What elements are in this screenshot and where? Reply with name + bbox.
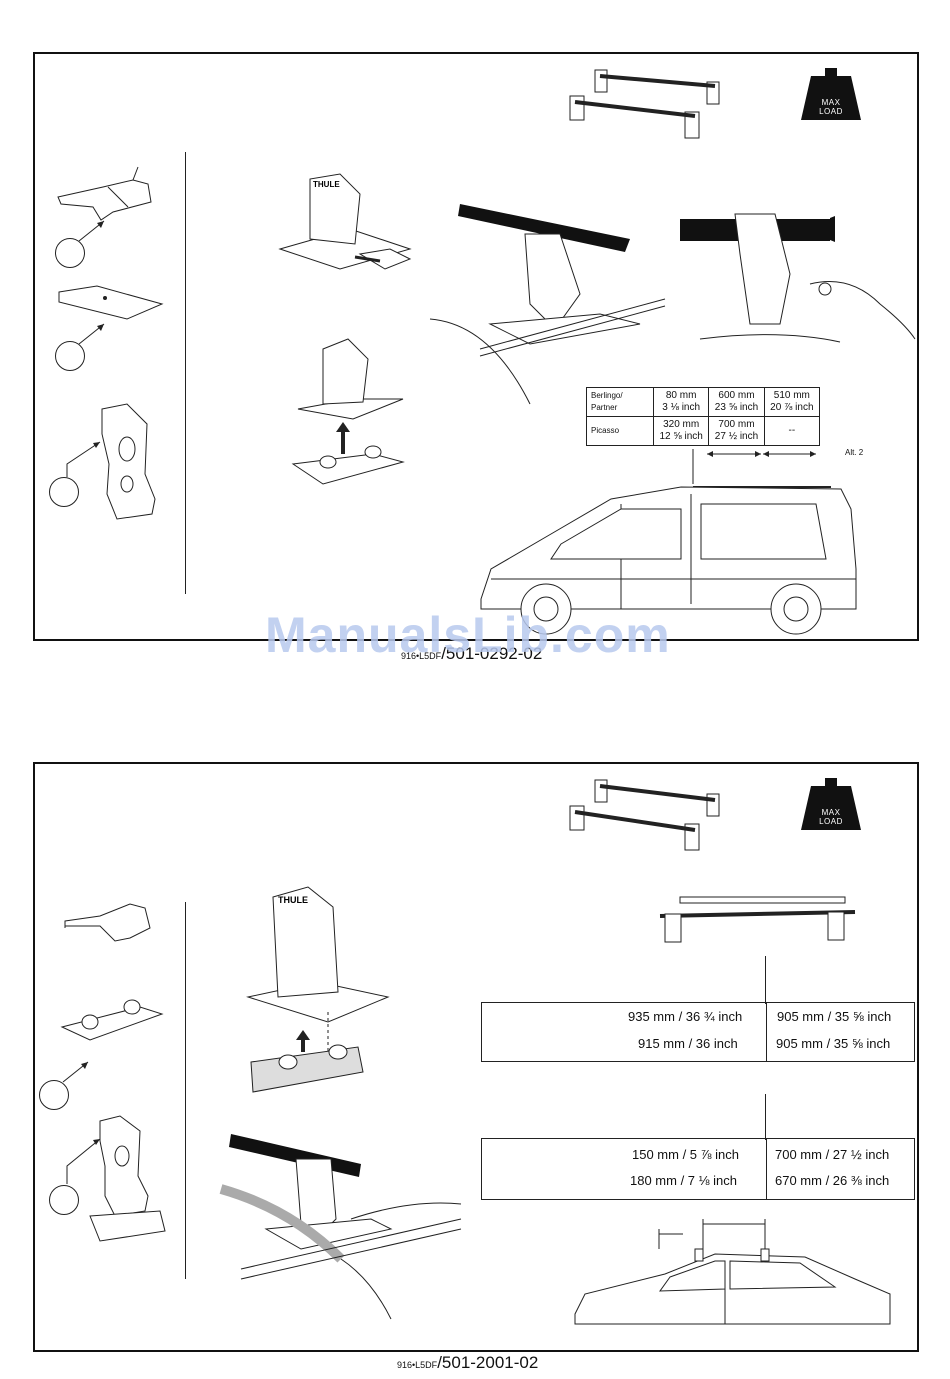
foot-bracket-part-illustration [101,403,156,520]
table-cell: 905 mm / 35 ⅝ inch [777,1009,892,1024]
vehicle-label: Berlingo/ Partner [586,387,654,417]
vehicle-label: Picasso [586,416,654,446]
table-cell: 915 mm / 36 inch [638,1036,738,1051]
footer-code: /501-2001-02 [437,1353,539,1372]
load-label: LOAD [819,817,843,826]
dimension-table: Berlingo/ Partner 80 mm 3 ⅛ inch 600 mm … [586,387,821,446]
table-cell: 80 mm 3 ⅛ inch [652,387,710,417]
table-divider [765,956,766,1004]
callout-arrow-2 [66,1138,101,1184]
table-row: Berlingo/ Partner 80 mm 3 ⅛ inch 600 mm … [586,387,821,417]
table-divider [765,1094,766,1140]
watermark: ManualsLib.com [265,607,671,663]
footer-prefix: 916•L5DF [401,651,442,661]
part-callout-circle-2 [55,341,85,371]
base-plate-part-illustration [58,285,164,320]
max-label: MAX [821,98,841,107]
base-pad-part-illustration [60,999,164,1041]
max-label: MAX [821,808,841,817]
page-2-footer: 916•L5DF/501-2001-02 [397,1353,538,1373]
dimension-table-top: 935 mm / 36 ¾ inch 905 mm / 35 ⅝ inch 91… [481,1002,915,1062]
callout-arrow-1 [78,220,105,242]
thule-logo-text: THULE [313,180,340,189]
bar-mount-tighten-illustration [219,1134,462,1320]
part-callout-circle-3 [49,477,79,507]
table-cell: 320 mm 12 ⅝ inch [652,416,710,446]
table-cell: 700 mm / 27 ½ inch [775,1147,890,1162]
foot-on-base-step-illustration [291,338,405,485]
footer-code: /501-0292-02 [441,644,543,663]
part-callout-circle-2 [49,1185,79,1215]
callout-arrow-1 [62,1061,89,1083]
table-cell: 700 mm 27 ½ inch [708,416,765,446]
alt-2-label: Alt. 2 [845,448,864,457]
foot-assembly-step-1-illustration: THULE [278,173,412,270]
wedge-part-illustration [57,166,152,221]
table-cell: 670 mm / 26 ⅜ inch [775,1173,890,1188]
table-cell: -- [763,416,821,446]
table-row: Picasso 320 mm 12 ⅝ inch 700 mm 27 ½ inc… [586,416,821,446]
column-divider [185,902,186,1279]
table-cell: 935 mm / 36 ¾ inch [628,1009,743,1024]
load-label: LOAD [819,107,843,116]
footer-prefix: 916•L5DF [397,1360,438,1370]
wedge-part-illustration [64,903,151,942]
table-cell: 180 mm / 7 ⅛ inch [630,1173,737,1188]
thule-logo-text: THULE [278,895,308,905]
column-divider [185,152,186,594]
table-cell: 150 mm / 5 ⅞ inch [632,1147,739,1162]
part-callout-circle-1 [55,238,85,268]
foot-bracket-part-illustration [89,1115,166,1242]
van-side-view-illustration [480,449,857,635]
tightening-bolt-illustration [680,213,916,343]
roof-rack-overview-illustration [569,779,720,851]
page-1-footer: 916•L5DF/501-0292-02 [401,644,542,664]
sedan-side-view-illustration [574,1219,891,1325]
foot-on-base-step-illustration: THULE [246,886,390,1093]
table-cell: 905 mm / 35 ⅝ inch [776,1036,891,1051]
rack-measurement-illustration [659,896,856,943]
table-cell: 600 mm 23 ⅝ inch [708,387,765,417]
callout-arrow-3 [66,441,101,477]
callout-arrow-2 [78,323,105,345]
bar-mounted-on-roof-illustration [429,204,666,405]
part-callout-circle-1 [39,1080,69,1110]
dimension-table-bottom: 150 mm / 5 ⅞ inch 700 mm / 27 ½ inch 180… [481,1138,915,1200]
table-cell: 510 mm 20 ⅞ inch [763,387,821,417]
roof-rack-overview-illustration [569,69,720,139]
